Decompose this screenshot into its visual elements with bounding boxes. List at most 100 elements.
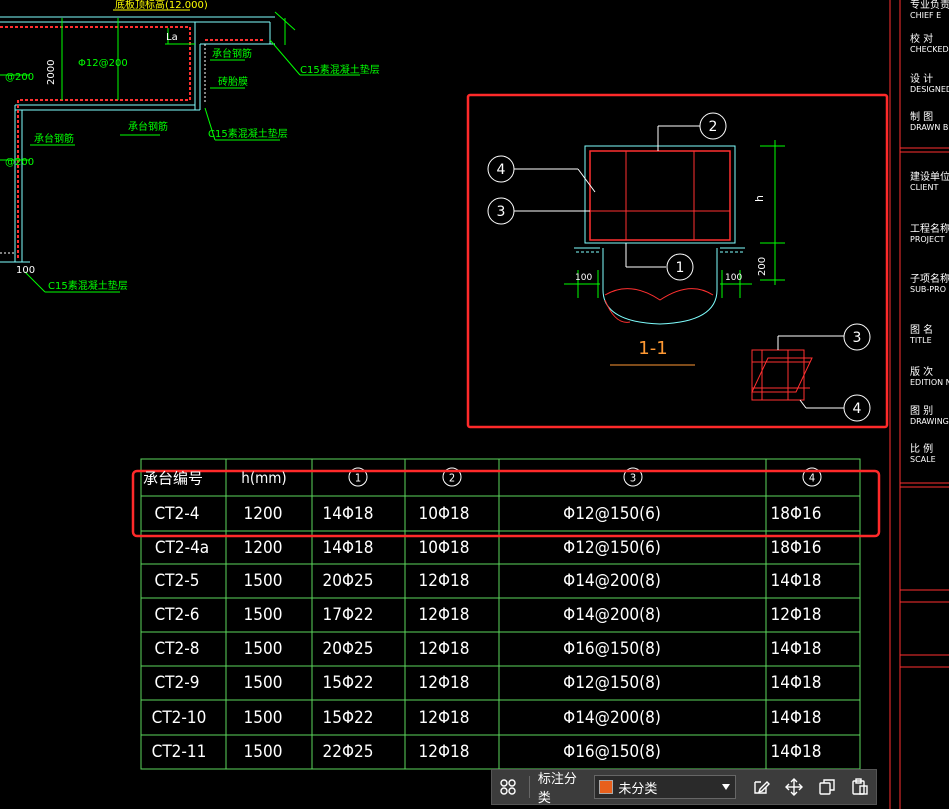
table-cell: Φ14@200(8) (563, 571, 661, 591)
table-cell: Φ14@200(8) (563, 605, 661, 625)
callout-4b: 4 (853, 401, 862, 417)
tb-label: 设 计 (910, 74, 934, 85)
table-cell: 20Φ25 (322, 571, 374, 591)
note-lo: La (166, 32, 178, 43)
tb-label-en: DESIGNED (910, 85, 949, 94)
table-cell: 1500 (243, 639, 283, 659)
section-200: 200 (757, 257, 768, 276)
header-cell: 2 (448, 471, 456, 485)
tb-label-en: SCALE (910, 455, 936, 464)
callout-2: 2 (709, 119, 718, 135)
grid-icon[interactable] (492, 770, 525, 804)
header-cell: 4 (808, 471, 816, 485)
tb-label-en: DRAWN B (910, 123, 949, 132)
chevron-down-icon (721, 780, 731, 795)
callout-3b: 3 (853, 330, 862, 346)
table-cell: 1500 (243, 708, 283, 728)
callout-1: 1 (676, 260, 685, 276)
table-cell: 12Φ18 (418, 571, 470, 591)
category-label: 标注分类 (537, 772, 577, 806)
table-cell: 1200 (243, 504, 283, 524)
annotation-box-section[interactable] (466, 93, 889, 429)
table-cell: 12Φ18 (418, 708, 470, 728)
note-rebar-b: @200 (5, 157, 34, 168)
copy-icon[interactable] (810, 770, 843, 804)
tb-label: 图 别 (910, 406, 934, 417)
header-cell: 1 (354, 471, 362, 485)
tb-label-en: CHECKED (910, 45, 949, 54)
header-cell: 承台编号 (142, 469, 204, 488)
table-cell: 1500 (243, 742, 283, 762)
note-c15-2: C15素混凝土垫层 (208, 127, 288, 140)
table-cell: 15Φ22 (322, 673, 374, 693)
table-cell: 14Φ18 (770, 708, 822, 728)
table-cell: Φ16@150(8) (563, 639, 661, 659)
tb-label-en: CHIEF E (910, 11, 942, 20)
paste-icon[interactable] (843, 770, 876, 804)
table-cell: 10Φ18 (418, 538, 470, 558)
tb-label-en: SUB-PRO (910, 285, 946, 294)
section-100-right: 100 (725, 273, 742, 283)
table-cell: 14Φ18 (770, 673, 822, 693)
callout-3: 3 (497, 204, 506, 220)
table-header-circles (348, 467, 822, 487)
table-cell: CT2-6 (154, 605, 200, 625)
table-cell: 14Φ18 (322, 504, 374, 524)
table-cell: 18Φ16 (770, 504, 822, 524)
category-select[interactable]: 未分类 (594, 775, 737, 799)
table-cell: 12Φ18 (418, 605, 470, 625)
header-cell: h(mm) (241, 469, 287, 487)
header-cell: 3 (629, 471, 637, 485)
table-cell: 12Φ18 (418, 742, 470, 762)
table-cell: 1500 (243, 673, 283, 693)
tb-label-en: TITLE (910, 336, 932, 345)
table-cell: 20Φ25 (322, 639, 374, 659)
table-cell: 22Φ25 (322, 742, 374, 762)
table-cell: CT2-11 (151, 742, 207, 762)
annotation-box-row[interactable] (131, 469, 881, 538)
annotation-toolbar: 标注分类 未分类 (491, 769, 877, 806)
note-chengtai-2: 承台钢筋 (128, 120, 168, 133)
tb-label: 校 对 (910, 34, 934, 45)
table-cell: CT2-9 (154, 673, 200, 693)
tb-label: 制 图 (910, 112, 934, 123)
table-cell: 15Φ22 (322, 708, 374, 728)
note-top: 底板顶标高(12.000) (115, 0, 208, 11)
tb-label: 子项名称 (910, 274, 949, 285)
table-cell: Φ16@150(8) (563, 742, 661, 762)
table-cell: 17Φ22 (322, 605, 374, 625)
table-cell: 18Φ16 (770, 538, 822, 558)
table-cell: Φ14@200(8) (563, 708, 661, 728)
table-cell: 14Φ18 (322, 538, 374, 558)
table-cell: CT2-5 (154, 571, 200, 591)
table-cell: 10Φ18 (418, 504, 470, 524)
note-phi12: Φ12@200 (78, 58, 128, 69)
table-cell: CT2-4a (154, 538, 210, 558)
note-c15-3: C15素混凝土垫层 (48, 279, 128, 292)
tb-label: 图 名 (910, 325, 934, 336)
note-2000: 2000 (46, 60, 57, 85)
tb-label: 比 例 (910, 444, 934, 455)
title-block-frame (889, 0, 949, 809)
section-h: h (753, 195, 766, 202)
edit-icon[interactable] (744, 770, 777, 804)
note-c15-1: C15素混凝土垫层 (300, 63, 380, 76)
table-cell: 12Φ18 (418, 639, 470, 659)
tb-label: 版 次 (910, 367, 934, 378)
table-cell: 14Φ18 (770, 639, 822, 659)
table-cell: 14Φ18 (770, 742, 822, 762)
table-cell: Φ12@150(6) (563, 538, 661, 558)
table-cell: CT2-4 (154, 504, 200, 524)
note-misc: 砖胎膜 (218, 75, 248, 88)
category-select-value: 未分类 (618, 781, 658, 797)
move-icon[interactable] (777, 770, 810, 804)
tb-label: 建设单位 (910, 172, 949, 183)
rebar-table: 承台编号 h(mm) 1 2 3 4 CT2-4 1200 14Φ18 10Φ1… (141, 459, 860, 769)
table-cell: 1500 (243, 605, 283, 625)
section-title: 1-1 (638, 338, 667, 359)
callout-4: 4 (497, 162, 506, 178)
tb-label-en: CLIENT (910, 183, 939, 192)
table-grid (140, 458, 861, 770)
table-cell: CT2-8 (154, 639, 200, 659)
